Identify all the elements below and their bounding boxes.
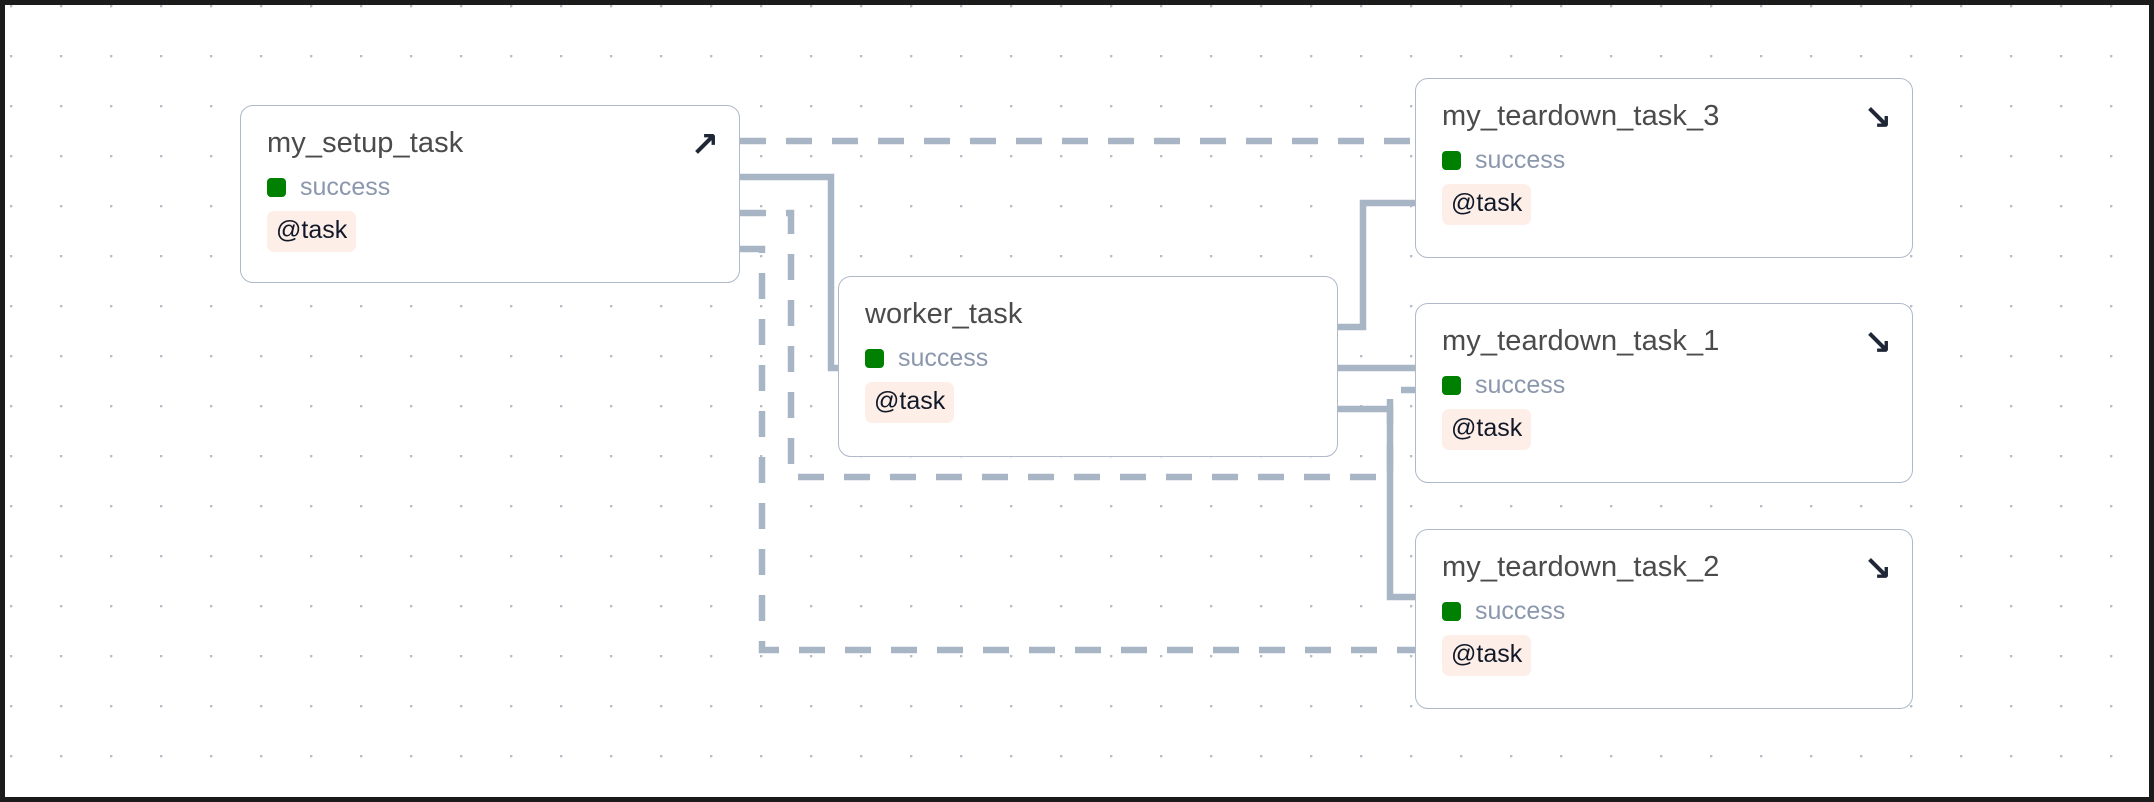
task-node-status-label: success — [898, 344, 989, 373]
edge-layer — [740, 137, 1415, 654]
task-node-status: success — [865, 346, 1311, 371]
task-decorator-badge: @task — [1442, 635, 1532, 677]
success-swatch-icon — [1442, 151, 1461, 171]
task-node-worker-task[interactable]: worker_task success @task — [838, 276, 1338, 457]
success-swatch-icon — [267, 178, 286, 198]
arrow-down-right-icon[interactable]: ↘ — [1863, 98, 1893, 138]
edge-setup-to-teardown2 — [740, 245, 1415, 654]
edge-worker-to-teardown3 — [1338, 199, 1415, 331]
task-decorator-badge: @task — [865, 382, 955, 424]
task-node-badge-row: @task — [1442, 635, 1886, 677]
task-node-status: success — [1442, 599, 1886, 624]
task-node-badge-row: @task — [865, 382, 1311, 424]
task-node-status: success — [267, 175, 713, 200]
success-swatch-icon — [1442, 376, 1461, 396]
task-node-my-teardown-task-2[interactable]: my_teardown_task_2 success @task ↘ — [1415, 529, 1913, 709]
task-node-title: my_teardown_task_1 — [1442, 325, 1720, 357]
edge-worker-to-teardown2 — [1338, 405, 1415, 601]
task-node-my-teardown-task-1[interactable]: my_teardown_task_1 success @task ↘ — [1415, 303, 1913, 483]
arrow-down-right-icon[interactable]: ↘ — [1863, 323, 1893, 363]
task-node-status: success — [1442, 373, 1886, 398]
edge-setup-to-worker — [740, 173, 838, 372]
task-node-status-label: success — [300, 173, 391, 202]
task-node-title: worker_task — [865, 298, 1023, 330]
task-decorator-badge: @task — [1442, 184, 1532, 226]
task-node-my-teardown-task-3[interactable]: my_teardown_task_3 success @task ↘ — [1415, 78, 1913, 258]
edge-setup-to-teardown1 — [740, 209, 1415, 481]
success-swatch-icon — [1442, 602, 1461, 622]
task-node-title: my_teardown_task_3 — [1442, 100, 1720, 132]
success-swatch-icon — [865, 349, 884, 369]
task-node-status-label: success — [1475, 371, 1566, 400]
task-node-status: success — [1442, 148, 1886, 173]
task-node-title: my_teardown_task_2 — [1442, 551, 1720, 583]
task-node-title: my_setup_task — [267, 127, 464, 159]
task-decorator-badge: @task — [267, 211, 357, 253]
arrow-up-right-icon[interactable]: ↗ — [690, 125, 720, 165]
task-node-badge-row: @task — [1442, 184, 1886, 226]
arrow-down-right-icon[interactable]: ↘ — [1863, 549, 1893, 589]
task-node-badge-row: @task — [1442, 409, 1886, 451]
task-node-status-label: success — [1475, 597, 1566, 626]
task-decorator-badge: @task — [1442, 409, 1532, 451]
task-node-status-label: success — [1475, 146, 1566, 175]
task-node-badge-row: @task — [267, 211, 713, 253]
task-node-my-setup-task[interactable]: my_setup_task success @task ↗ — [240, 105, 740, 283]
